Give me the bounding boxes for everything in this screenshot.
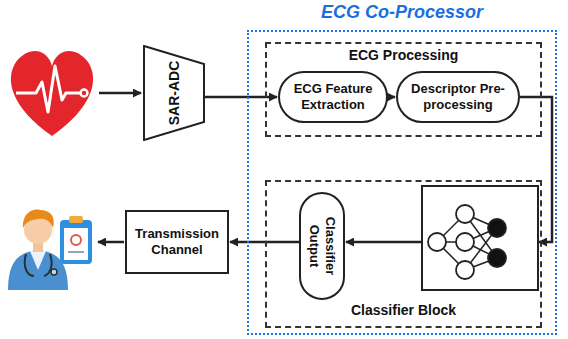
ecg-trace: [16, 66, 80, 112]
heart-icon: [11, 51, 93, 136]
doctor-icon: [8, 210, 92, 290]
flow-arrow: [388, 97, 395, 98]
box-label: Transmission Channel: [133, 226, 221, 257]
signal-arrow: [99, 92, 141, 95]
classifier-group: Classifier Block Classifier Output: [265, 180, 542, 328]
neural-network-icon: [422, 186, 538, 290]
box-label: ECG Feature Extraction: [288, 81, 378, 112]
adc-trapezoid: SAR-ADC: [143, 45, 205, 141]
connector-line: [388, 96, 395, 99]
output-box: Classifier Output: [299, 192, 345, 300]
stethoscope: [25, 254, 52, 276]
clipboard-mark: [71, 235, 81, 245]
connector-line: [346, 241, 422, 244]
heart-shape: [11, 51, 93, 136]
clipboard: [60, 220, 92, 264]
coprocessor-region: ECG Co-ProcessorECG ProcessingECG Featur…: [247, 30, 557, 335]
channel-box: Transmission Channel: [125, 210, 229, 274]
clipboard-line: [68, 251, 84, 253]
vertical-label: Classifier Output: [306, 199, 337, 293]
box-label: Descriptor Pre-processing: [406, 81, 510, 112]
group-title: ECG Processing: [267, 47, 540, 64]
adc-shape: [144, 46, 204, 140]
processing-group: ECG ProcessingECG Feature Extraction Desc…: [265, 42, 542, 137]
region-title: ECG Co-Processor: [249, 2, 555, 24]
process-box: ECG Feature Extraction: [278, 71, 388, 123]
clipboard-paper: [64, 228, 88, 260]
doctor-hair: [23, 210, 54, 228]
stethoscope-head: [51, 269, 57, 275]
nn-frame: [422, 186, 538, 290]
doctor-shirt: [30, 251, 46, 270]
clipboard-clip: [69, 216, 83, 223]
process-box: Descriptor Pre-processing: [396, 71, 520, 123]
vertical-label: SAR-ADC: [166, 52, 183, 134]
connector-line: [520, 97, 552, 242]
ecg-dot: [81, 90, 88, 97]
doctor-coat: [8, 250, 68, 290]
report-arrow: [98, 241, 124, 244]
group-title: Classifier Block: [267, 302, 540, 319]
nn-neurons: [428, 205, 506, 279]
